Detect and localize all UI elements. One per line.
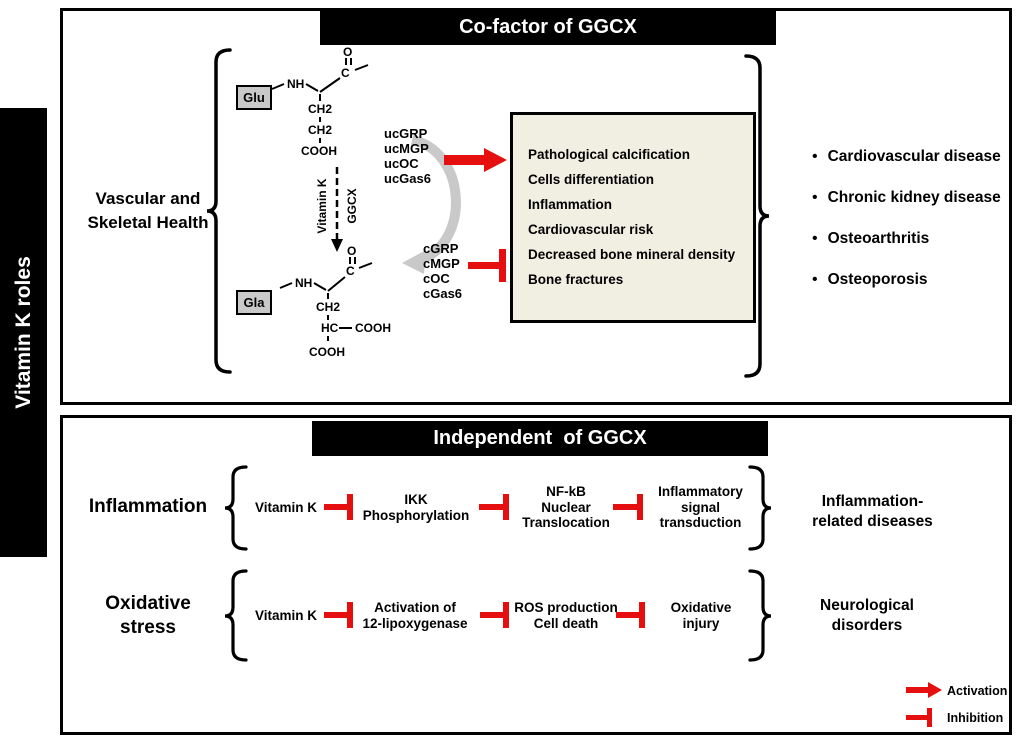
effect-item: Pathological calcification (528, 147, 691, 162)
effect-item: Cells differentiation (528, 172, 655, 187)
bullet-icon: • (812, 148, 818, 165)
effect-item: Inflammation (528, 197, 613, 212)
gla-residue-tag: Gla (236, 290, 272, 315)
atom-ch2-a: CH2 (308, 102, 333, 116)
effect-item: Bone fractures (528, 272, 624, 287)
inflammation-row-label: Inflammation (88, 496, 208, 517)
cofactor-panel-title: Co-factor of GGCX (320, 10, 776, 45)
step-ros-cell-death: ROS production Cell death (514, 600, 618, 631)
sidebar-label: Vitamin K roles (12, 256, 35, 409)
glu-residue-tag: Glu (236, 85, 272, 110)
atom-cooh-right: COOH (355, 321, 391, 335)
effect-item: Cardiovascular risk (528, 222, 654, 237)
atom-c-top: C (341, 66, 350, 80)
legend-activation-label: Activation (947, 684, 1008, 698)
disease-list: • Cardiovascular disease • Chronic kidne… (812, 146, 1001, 291)
step-inflammatory-signal: Inflammatory signal transduction (658, 484, 743, 530)
atom-cooh-bot: COOH (309, 345, 345, 359)
atom-o-bot: O (347, 244, 357, 258)
disease-label: Cardiovascular disease (827, 148, 1001, 165)
atom-cooh-top: COOH (301, 144, 337, 158)
disease-label: Chronic kidney disease (827, 189, 1001, 206)
uc-protein-item: ucGas6 (384, 171, 431, 186)
step-oxidative-injury: Oxidative injury (670, 600, 732, 631)
uc-protein-item: ucGRP (384, 126, 428, 141)
independent-panel (60, 415, 1012, 735)
atom-ch2-b: CH2 (308, 123, 333, 137)
oxidative-stress-row-label: Oxidative stress (105, 593, 191, 638)
atom-nh-top: NH (287, 77, 305, 91)
c-protein-list: cGRP cMGP cOC cGas6 (423, 241, 462, 301)
uc-protein-item: ucMGP (384, 141, 429, 156)
step-vitamin-k: Vitamin K (254, 608, 317, 623)
disease-item: • Osteoarthritis (812, 228, 1001, 250)
c-protein-item: cMGP (423, 256, 460, 271)
ggcx-arrow-label: GGCX (345, 188, 359, 224)
step-nfkb: NF-kB Nuclear Translocation (522, 484, 610, 530)
vitamin-k-roles-bar: Vitamin K roles (0, 108, 47, 557)
disease-label: Osteoarthritis (827, 230, 930, 247)
atom-hc: HC (321, 321, 339, 335)
step-ikk: IKK Phosphorylation (362, 492, 470, 523)
disease-item: • Chronic kidney disease (812, 187, 1001, 209)
atom-o-top: O (343, 45, 353, 59)
bullet-icon: • (812, 189, 818, 206)
bullet-icon: • (812, 271, 818, 288)
uc-protein-item: ucOC (384, 156, 419, 171)
legend-inhibition-label: Inhibition (947, 711, 1004, 725)
disease-label: Osteoporosis (827, 271, 928, 288)
outcome-neurological-disorders: Neurological disorders (820, 597, 914, 634)
atom-ch2-c: CH2 (316, 300, 341, 314)
bullet-icon: • (812, 230, 818, 247)
c-protein-item: cOC (423, 271, 450, 286)
effects-box: Pathological calcification Cells differe… (510, 112, 756, 323)
outcome-inflammation-diseases: Inflammation- related diseases (812, 493, 933, 530)
c-protein-item: cGRP (423, 241, 459, 256)
disease-item: • Osteoporosis (812, 269, 1001, 291)
atom-nh-bot: NH (295, 276, 313, 290)
step-lipoxygenase: Activation of 12-lipoxygenase (362, 600, 468, 631)
independent-panel-title: Independent of GGCX (312, 421, 768, 456)
c-protein-item: cGas6 (423, 286, 463, 301)
step-vitamin-k: Vitamin K (254, 500, 317, 515)
uc-protein-list: ucGRP ucMGP ucOC ucGas6 (384, 126, 431, 186)
effect-item: Decreased bone mineral density (528, 247, 736, 262)
disease-item: • Cardiovascular disease (812, 146, 1001, 168)
vitamin-k-arrow-label: Vitamin K (315, 178, 329, 234)
vascular-skeletal-label: Vascular and Skeletal Health (87, 189, 209, 232)
atom-c-bot: C (346, 264, 355, 278)
